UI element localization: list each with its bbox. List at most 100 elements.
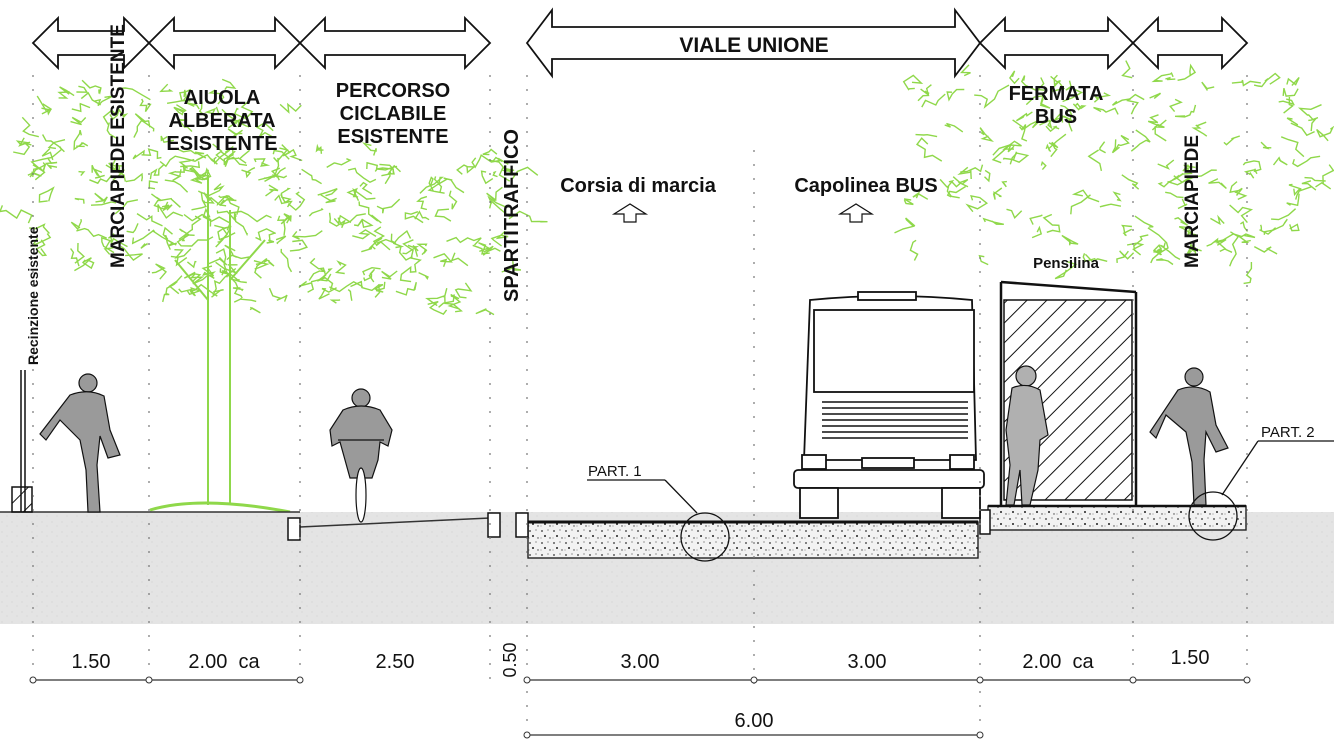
canopy-stroke xyxy=(47,139,66,150)
canopy-stroke xyxy=(450,252,469,267)
canopy-stroke xyxy=(308,268,326,281)
canopy-stroke xyxy=(1009,152,1030,165)
canopy-stroke xyxy=(166,89,187,104)
canopy-stroke xyxy=(1093,92,1112,103)
canopy-stroke xyxy=(482,148,498,156)
canopy-stroke xyxy=(272,149,290,160)
canopy-stroke xyxy=(1099,203,1122,208)
canopy-stroke xyxy=(103,239,114,255)
canopy-stroke xyxy=(173,106,185,116)
canopy-stroke xyxy=(1149,92,1162,100)
canopy-stroke xyxy=(508,210,548,223)
canopy-stroke xyxy=(76,227,107,239)
canopy-stroke xyxy=(979,127,995,143)
canopy-stroke xyxy=(1165,76,1176,81)
canopy-stroke xyxy=(1031,225,1043,239)
canopy-stroke xyxy=(174,248,192,259)
canopy-stroke xyxy=(347,289,353,301)
divider-label: SPARTITRAFFICO xyxy=(501,129,523,302)
canopy-stroke xyxy=(482,245,501,256)
canopy-stroke xyxy=(1071,189,1100,203)
canopy-stroke xyxy=(317,188,338,197)
canopy-stroke xyxy=(131,229,156,245)
canopy-stroke xyxy=(366,161,379,172)
canopy-stroke xyxy=(168,275,183,295)
sidewalk-left-label: MARCIAPIEDE ESISTENTE xyxy=(108,24,129,268)
dim-divider: 0.50 xyxy=(500,642,520,677)
svg-text:ESISTENTE: ESISTENTE xyxy=(337,126,448,148)
canopy-stroke xyxy=(1121,224,1133,237)
canopy-stroke xyxy=(347,167,377,184)
canopy-stroke xyxy=(320,194,337,204)
canopy-stroke xyxy=(183,213,212,227)
canopy-stroke xyxy=(157,204,184,219)
svg-text:PERCORSO: PERCORSO xyxy=(336,80,450,102)
canopy-stroke xyxy=(1288,183,1302,197)
canopy-stroke xyxy=(185,101,200,110)
canopy-stroke xyxy=(434,208,452,222)
canopy-stroke xyxy=(233,297,257,303)
bike-path-label: PERCORSO CICLABILE ESISTENTE xyxy=(336,80,450,148)
canopy-stroke xyxy=(1191,121,1208,137)
canopy-stroke xyxy=(1062,88,1084,103)
canopy-stroke xyxy=(234,216,249,237)
canopy-stroke xyxy=(107,233,128,248)
detail-markers xyxy=(587,440,1334,562)
canopy-stroke xyxy=(1223,135,1241,146)
canopy-stroke xyxy=(94,192,108,204)
canopy-stroke xyxy=(241,167,256,179)
canopy-stroke xyxy=(287,191,306,211)
canopy-stroke xyxy=(379,163,401,175)
canopy-stroke xyxy=(1229,181,1239,194)
canopy-stroke xyxy=(1001,180,1007,188)
canopy-stroke xyxy=(276,215,286,236)
canopy-stroke xyxy=(448,190,458,210)
canopy-stroke xyxy=(1072,102,1087,111)
canopy-stroke xyxy=(238,149,251,164)
canopy-stroke xyxy=(392,230,412,249)
canopy-stroke xyxy=(1286,117,1299,126)
canopy-stroke xyxy=(74,257,92,272)
canopy-stroke xyxy=(106,122,119,140)
canopy-stroke xyxy=(167,169,182,182)
canopy-stroke xyxy=(917,84,932,102)
canopy-stroke xyxy=(177,148,207,159)
canopy-stroke xyxy=(309,257,327,282)
canopy-stroke xyxy=(329,299,341,304)
canopy-stroke xyxy=(1272,156,1288,166)
bus-terminus-label: Capolinea BUS xyxy=(794,175,937,197)
canopy-stroke xyxy=(512,166,539,179)
canopy-stroke xyxy=(162,226,173,240)
dim-tree-bed: 2.00 ca xyxy=(188,651,260,673)
svg-text:FERMATA: FERMATA xyxy=(1009,83,1104,105)
canopy-stroke xyxy=(90,201,117,206)
canopy-stroke xyxy=(1039,117,1054,130)
canopy-stroke xyxy=(414,210,430,221)
canopy-stroke xyxy=(191,192,207,211)
canopy-stroke xyxy=(117,87,151,101)
canopy-stroke xyxy=(915,133,938,138)
extent-arrow-sidewalk-right xyxy=(1131,15,1249,71)
pedestrian-left xyxy=(39,373,121,513)
canopy-stroke xyxy=(151,263,168,280)
canopy-stroke xyxy=(412,245,419,257)
canopy-stroke xyxy=(281,144,303,162)
canopy-stroke xyxy=(41,148,54,161)
canopy-stroke xyxy=(1260,141,1272,150)
canopy-stroke xyxy=(159,83,174,93)
canopy-stroke xyxy=(1009,70,1020,85)
dim-sidewalk-left: 1.50 xyxy=(72,651,111,673)
canopy-stroke xyxy=(358,201,382,224)
canopy-stroke xyxy=(1040,160,1047,171)
canopy-stroke xyxy=(1156,258,1174,266)
canopy-stroke xyxy=(361,245,376,253)
canopy-stroke xyxy=(178,288,196,297)
svg-text:ALBERATA: ALBERATA xyxy=(168,110,275,132)
canopy-stroke xyxy=(490,230,509,247)
canopy-stroke xyxy=(1266,72,1281,85)
canopy-stroke xyxy=(1282,88,1299,97)
canopy-stroke xyxy=(915,137,943,162)
canopy-stroke xyxy=(1012,119,1040,130)
tree-canopies xyxy=(0,60,1334,316)
canopy-stroke xyxy=(255,228,277,242)
